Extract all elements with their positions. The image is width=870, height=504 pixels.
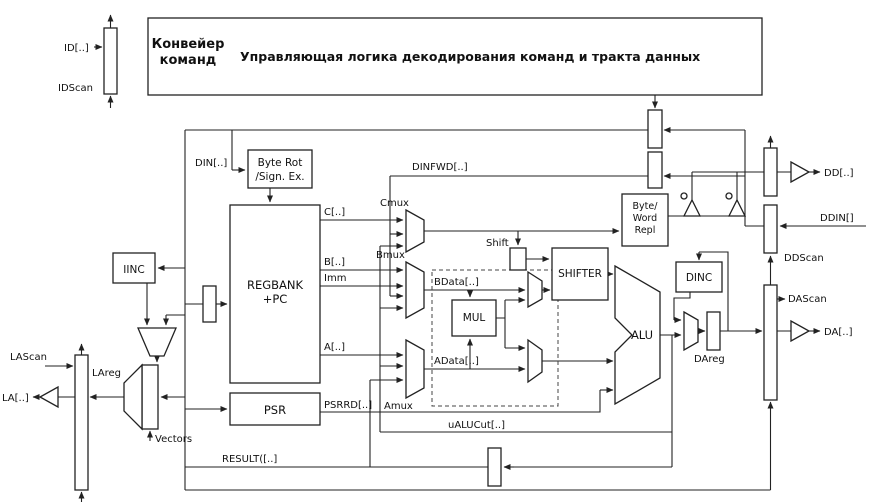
alu-label: ALU <box>631 328 653 342</box>
byte-word-label-2: Word <box>633 213 657 224</box>
idscan-label: IDScan <box>58 83 93 94</box>
result-label: RESULT([..] <box>222 454 277 465</box>
da-pad-buffer <box>790 319 811 343</box>
regbank-block <box>229 204 321 384</box>
dd-register <box>763 147 778 197</box>
iinc-block <box>112 252 156 284</box>
c-bus-label: C[..] <box>324 207 345 218</box>
byte-rot-label-1: Byte Rot <box>258 157 303 169</box>
pipeline-register-1 <box>647 109 663 149</box>
alu-operand-mux <box>527 338 543 384</box>
amux-shape <box>405 338 425 400</box>
enable-bubble-2 <box>725 192 733 200</box>
cmux-label: Cmux <box>380 198 409 209</box>
dascan-register <box>763 284 778 401</box>
id-scan-register <box>103 27 118 95</box>
byte-word-repl-block <box>621 193 669 247</box>
alu-shape <box>614 264 661 406</box>
lareg-label: LAreg <box>92 368 121 379</box>
mul-label: MUL <box>463 312 486 324</box>
pc-register <box>202 285 217 323</box>
result-register <box>487 447 502 487</box>
da-mux <box>683 310 699 352</box>
bmux-shape <box>405 260 425 320</box>
ddin-label: DDIN[] <box>820 213 854 224</box>
psrrd-label: PSRRD[..] <box>324 400 372 411</box>
shifter-label: SHIFTER <box>558 268 602 280</box>
dd-label: DD[..] <box>824 168 854 179</box>
bmux-label: Bmux <box>376 250 405 261</box>
enable-bubble-1 <box>680 192 688 200</box>
lascan-register <box>74 354 89 491</box>
ddscan-register <box>763 204 778 254</box>
mul-dashed-region <box>431 269 559 407</box>
arrow-wiring <box>32 14 866 502</box>
da-label: DA[..] <box>824 327 853 338</box>
bus-lines <box>58 18 791 491</box>
control-logic-title: Управляющая логика декодирования команд … <box>240 49 700 64</box>
dinc-label: DINC <box>686 272 712 284</box>
regbank-label-1: REGBANK <box>247 278 304 292</box>
lareg-body <box>141 364 159 430</box>
dareg-register <box>706 311 721 351</box>
ddscan-label: DDScan <box>784 253 824 264</box>
byte-word-label-3: Repl <box>635 225 656 236</box>
dinfwd-label: DINFWD[..] <box>412 162 468 173</box>
pipeline-title-line2: команд <box>160 53 217 68</box>
shifter-block <box>551 247 609 301</box>
byte-word-label-1: Byte/ <box>633 201 659 212</box>
pipeline-title-line1: Конвейер <box>152 37 225 52</box>
cmux-shape <box>405 208 425 254</box>
dd-pad-buffer <box>790 160 811 184</box>
lascan-label: LAScan <box>10 352 47 363</box>
ualucut-label: uALUCut[..] <box>448 420 505 431</box>
adata-label: AData[..] <box>434 356 479 367</box>
regbank-label-2: +PC <box>263 292 288 306</box>
dd-driver-2 <box>727 198 747 217</box>
dd-driver-1 <box>682 198 702 217</box>
mul-block <box>451 299 497 337</box>
dareg-label: DAreg <box>694 354 725 365</box>
amux-label: Amux <box>384 401 413 412</box>
a-bus-label: A[..] <box>324 342 345 353</box>
dinc-block <box>675 261 723 293</box>
dascan-label: DAScan <box>788 294 827 305</box>
bdata-label: BData[..] <box>434 277 479 288</box>
blocks-layer <box>38 17 811 491</box>
bus-wiring <box>58 18 791 491</box>
title-block <box>147 17 763 96</box>
b-bus-label: B[..] <box>324 257 345 268</box>
imm-label: Imm <box>324 273 346 284</box>
lareg-flare <box>123 363 143 431</box>
pipeline-register-2 <box>647 151 663 189</box>
id-label: ID[..] <box>64 43 89 54</box>
shift-label: Shift <box>486 238 509 249</box>
la-pad-buffer <box>38 385 59 409</box>
labels-layer: Конвейер команд Управляющая логика декод… <box>2 37 854 465</box>
psr-block <box>229 392 321 426</box>
din-label: DIN[..] <box>195 158 227 169</box>
psr-label: PSR <box>264 403 286 417</box>
la-label: LA[..] <box>2 393 29 404</box>
byte-rot-block <box>247 149 313 189</box>
address-mux <box>137 327 177 357</box>
shift-amount-register <box>509 247 527 271</box>
iinc-label: IINC <box>123 264 144 276</box>
byte-rot-label-2: /Sign. Ex. <box>255 171 304 183</box>
shifter-operand-mux <box>527 270 543 309</box>
vectors-label: Vectors <box>155 434 192 445</box>
